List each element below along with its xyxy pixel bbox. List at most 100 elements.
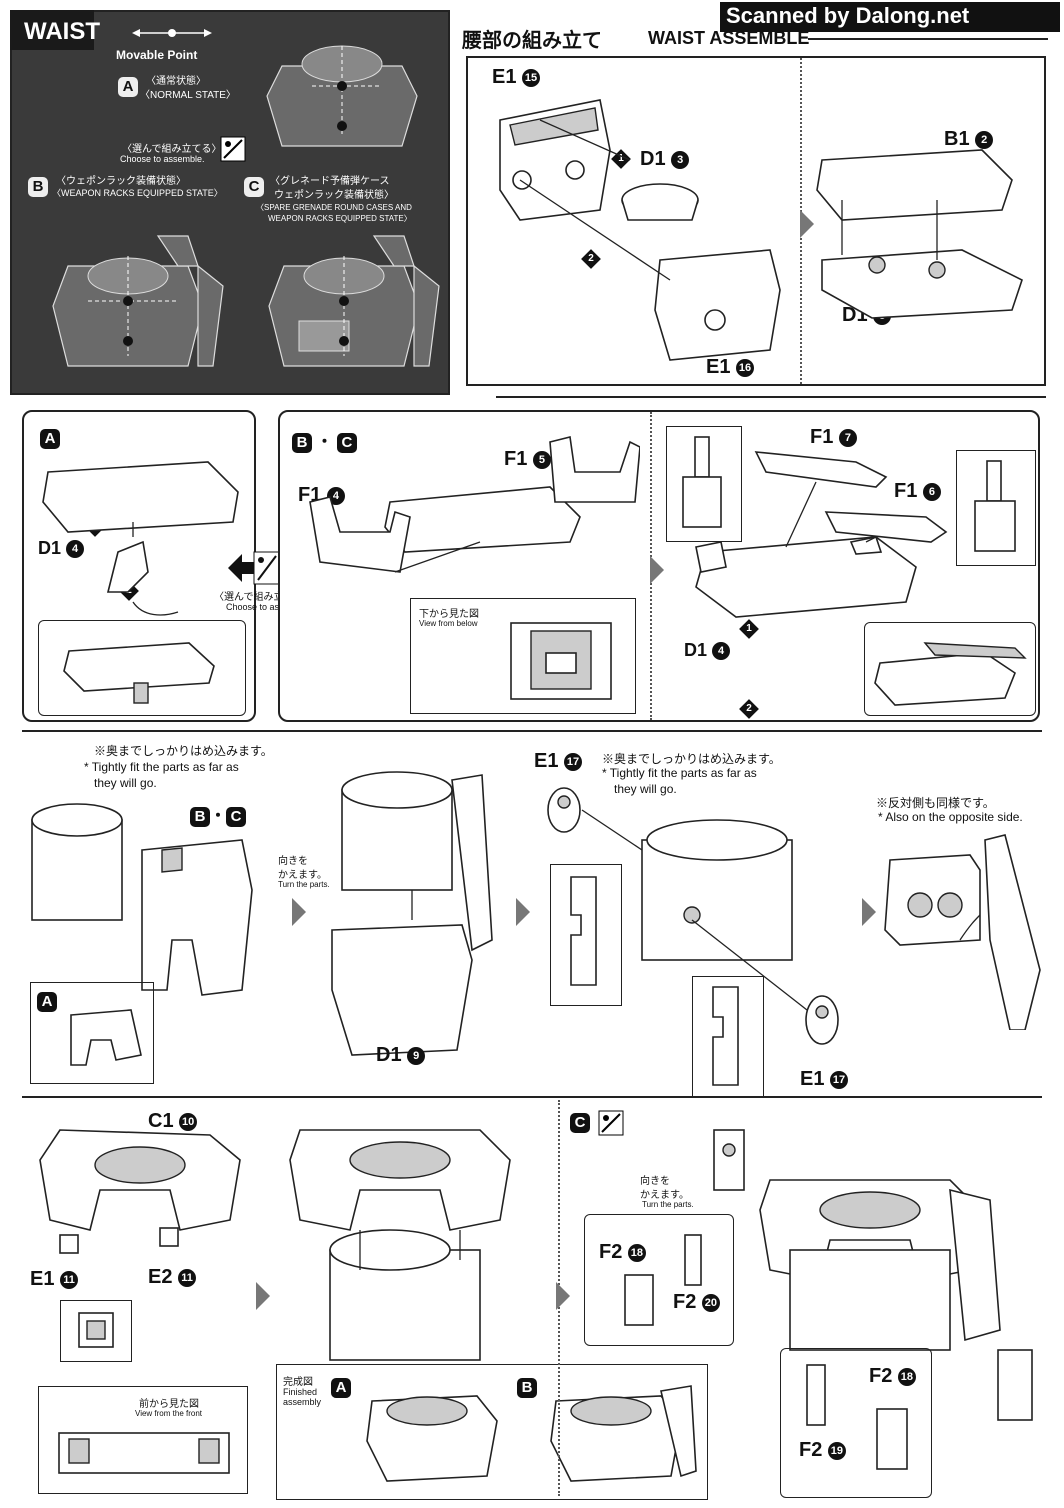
panel-bc-inset-diagram bbox=[874, 642, 1027, 706]
finished-en2: assembly bbox=[283, 1397, 322, 1407]
panel-a-badge: A bbox=[40, 428, 60, 449]
turn-en-1: Turn the parts. bbox=[278, 880, 330, 889]
tight-note-en2-1: they will go. bbox=[94, 776, 157, 790]
panel-a-diagram bbox=[42, 461, 239, 616]
row3-step1-diagram bbox=[31, 803, 253, 996]
row3-next-icon-3 bbox=[862, 898, 876, 926]
part-e1-15: E1 15 bbox=[492, 66, 541, 89]
part-e1-11: E1 11 bbox=[30, 1268, 79, 1291]
state-c-jp2: ウェポンラック装備状態〉 bbox=[274, 190, 394, 201]
part-d1-4-bc: D1 4 bbox=[684, 640, 731, 661]
view-below-diagram bbox=[510, 622, 612, 700]
view-front-jp: 前から見た図 bbox=[139, 1399, 199, 1410]
panel-bc-badge: B ・ C bbox=[292, 428, 357, 453]
choose-jp-2: 〈選んで組み立てる〉 bbox=[214, 592, 314, 603]
opposite-note-en: * Also on the opposite side. bbox=[878, 810, 1023, 824]
panel-bc-next-icon bbox=[650, 556, 664, 584]
part-d1-3: D1 3 bbox=[640, 148, 690, 171]
row3-a-badge: A bbox=[37, 991, 57, 1012]
movable-arrow-icon bbox=[132, 29, 212, 37]
turn-jp1-1: 向きを bbox=[278, 856, 308, 867]
e1-17-detail-inset-1 bbox=[550, 864, 622, 1006]
panel-bc: B ・ C F1 5 F1 4 F1 7 F1 6 D1 4 1 2 下から見た… bbox=[278, 410, 1040, 722]
state-c-en1: 〈SPARE GRENADE ROUND CASES AND bbox=[256, 203, 412, 212]
finished-a-badge: A bbox=[331, 1377, 351, 1398]
part-e2-11: E2 11 bbox=[148, 1266, 197, 1289]
state-a-jp: 〈通常状態〉 bbox=[146, 76, 206, 87]
panel-bc-step-2: 2 bbox=[739, 698, 759, 719]
movable-point: Movable Point bbox=[116, 48, 198, 62]
view-front-diagram bbox=[58, 1432, 230, 1474]
section-rule-3 bbox=[22, 1096, 1042, 1098]
f1-6-detail-inset bbox=[956, 450, 1036, 566]
e1-17-detail-inset-2 bbox=[692, 976, 764, 1098]
next-step-arrow-icon bbox=[800, 210, 814, 238]
row3-step3-diagram bbox=[547, 787, 839, 1045]
e1-17-detail-diagram-1 bbox=[570, 876, 597, 986]
row3-a-inset: A bbox=[30, 982, 154, 1084]
finished-jp: 完成図 bbox=[283, 1377, 313, 1388]
part-f2-19: F2 19 bbox=[799, 1439, 846, 1462]
view-below-inset: 下から見た図 View from below bbox=[410, 598, 636, 714]
section-rule-2 bbox=[22, 730, 1042, 732]
panel-bc-inset-result bbox=[864, 622, 1036, 716]
row3-bc-badge: B・C bbox=[190, 802, 247, 827]
opposite-note-jp: ※反対側も同様です。 bbox=[876, 796, 995, 810]
part-d1-9: D1 9 bbox=[376, 1044, 426, 1067]
step-frame-top bbox=[466, 56, 1046, 386]
choose-en: Choose to assemble. bbox=[120, 154, 205, 164]
panel-bc-right-diagram bbox=[695, 451, 948, 618]
turn-jp2-1: かえます。 bbox=[278, 870, 327, 881]
row4-next-icon-2 bbox=[556, 1282, 570, 1310]
row4-choose-icon bbox=[598, 1110, 624, 1136]
part-e1-17-a: E1 17 bbox=[534, 750, 583, 773]
f2-inset-1: F2 18 F2 20 bbox=[584, 1214, 734, 1346]
f2-inset-1-diagram bbox=[624, 1234, 702, 1326]
state-c-en2: WEAPON RACKS EQUIPPED STATE〉 bbox=[268, 214, 412, 223]
view-front-en: View from the front bbox=[135, 1409, 202, 1418]
choose-en-2: Choose to assemble. bbox=[226, 602, 311, 612]
part-f1-6: F1 6 bbox=[894, 480, 941, 503]
state-b-en: 〈WEAPON RACKS EQUIPPED STATE〉 bbox=[52, 188, 223, 198]
waist-overview-panel: WAIST Movable Point A 〈通常状態〉 〈NORMAL STA… bbox=[10, 10, 450, 395]
finished-inset: 完成図 Finished assembly A B bbox=[276, 1364, 708, 1500]
part-b1-2: B1 2 bbox=[944, 128, 994, 151]
view-below-en: View from below bbox=[419, 619, 478, 628]
finished-b-diagram bbox=[550, 1385, 697, 1482]
diagram-step2 bbox=[816, 149, 1023, 319]
waist-render-c bbox=[268, 235, 440, 367]
row4-step3-diagram bbox=[759, 1179, 1001, 1351]
tight-note-en2-2: they will go. bbox=[614, 782, 677, 796]
tight-note-en1-1: * Tightly fit the parts as far as bbox=[84, 760, 239, 774]
tight-note-jp-2: ※奥までしっかりはめ込みます。 bbox=[602, 752, 781, 766]
part-f1-5: F1 5 bbox=[504, 448, 551, 471]
state-b-badge: B bbox=[28, 176, 48, 197]
diagram-step1 bbox=[499, 99, 781, 361]
state-b-jp: 〈ウェポンラック装備状態〉 bbox=[56, 176, 186, 187]
choose-icon bbox=[220, 136, 246, 162]
watermark-band bbox=[720, 2, 1060, 32]
waist-label-box bbox=[10, 10, 94, 50]
state-c-jp1: 〈グレネード予備弾ケース bbox=[270, 176, 390, 187]
watermark: Scanned by Dalong.net bbox=[726, 3, 970, 28]
section-rule-1 bbox=[496, 396, 1046, 398]
view-front-inset: 前から見た図 View from the front bbox=[38, 1386, 248, 1494]
part-d1-4-a: D1 4 bbox=[38, 538, 85, 559]
f1-7-detail-inset bbox=[666, 426, 742, 542]
row3-step2-diagram bbox=[331, 771, 493, 1056]
title-rule bbox=[808, 38, 1048, 40]
part-f2-18-a: F2 18 bbox=[599, 1241, 646, 1264]
row4-c-badge: C bbox=[570, 1112, 590, 1133]
part-c1-10: C1 10 bbox=[148, 1110, 198, 1133]
panel-a: A D1 4 1 2 bbox=[22, 410, 256, 722]
state-a-en: 〈NORMAL STATE〉 bbox=[140, 90, 236, 101]
waist-render-b bbox=[52, 235, 224, 367]
e1-17-detail-diagram-2 bbox=[712, 986, 739, 1086]
e11-detail-diagram bbox=[78, 1312, 114, 1348]
row4-step1-diagram bbox=[39, 1129, 241, 1254]
panel-a-inset bbox=[38, 620, 246, 716]
row3-a-diagram bbox=[70, 1009, 142, 1066]
f2-inset-2-diagram bbox=[806, 1364, 908, 1470]
part-e1-16: E1 16 bbox=[706, 356, 755, 379]
waist-label: WAIST bbox=[24, 18, 100, 45]
